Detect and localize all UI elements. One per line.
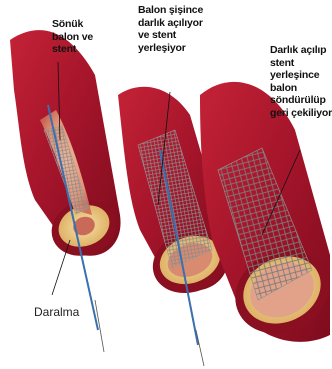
artery-3 [200, 82, 332, 349]
label-step1: Sönük balon ve stent [52, 18, 93, 56]
label-narrowing: Daralma [34, 305, 79, 319]
artery-2-guidewire [196, 330, 204, 366]
label-step3: Darlık açılıp stent yerleşince balon sön… [270, 44, 332, 119]
label-step2: Balon şişince darlık açılıyor ve stent y… [138, 4, 203, 54]
artery-1 [10, 30, 124, 352]
